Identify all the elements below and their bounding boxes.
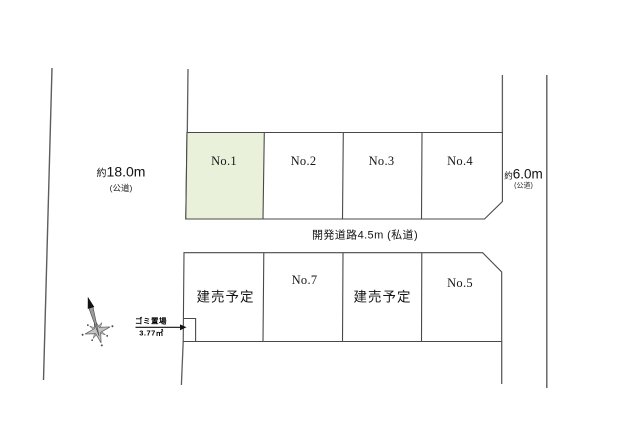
lot-no3-label: No.3 xyxy=(368,153,395,168)
lot-kenbai-left-label: 建売予定 xyxy=(196,288,255,304)
center-road-label: 開発道路4.5m (私道) xyxy=(311,229,419,242)
left-road-approx-prefix: 約 xyxy=(96,168,107,180)
top-divider-2 xyxy=(341,132,344,220)
bottom-divider-1 xyxy=(262,252,265,342)
right-road-width-label: 約6.0m xyxy=(504,167,543,181)
right-road-approx-prefix: 約 xyxy=(504,170,513,181)
left-road-width-value: 18.0m xyxy=(106,163,146,180)
upper-left-boundary-line xyxy=(186,68,189,133)
right-road-width-value: 6.0m xyxy=(512,166,543,182)
lot-no4-label: No.4 xyxy=(447,153,473,168)
lot-no1-label: No.1 xyxy=(211,153,237,168)
garbage-area-label: ゴミ置場 xyxy=(135,316,167,326)
right-road-type-label: (公道) xyxy=(514,182,533,190)
left-road-width-label: 約18.0m xyxy=(97,165,146,180)
top-divider-3 xyxy=(420,132,423,220)
lot-no5-label: No.5 xyxy=(447,275,473,290)
lot-kenbai-right-label: 建売予定 xyxy=(353,288,412,304)
compass-icon xyxy=(81,296,114,347)
lot-no2-label: No.2 xyxy=(290,153,317,168)
lot-no7-label: No.7 xyxy=(291,272,318,287)
garbage-area-size: 3.77㎡ xyxy=(139,328,164,338)
bottom-divider-2 xyxy=(341,252,344,342)
left-road-boundary-line xyxy=(42,67,53,381)
lower-left-boundary-line xyxy=(180,341,184,386)
lot-no1-shape xyxy=(185,131,265,220)
garbage-callout-arrowhead xyxy=(180,324,187,331)
left-road-type-label: (公道) xyxy=(109,182,133,193)
garbage-area-notch xyxy=(184,317,197,342)
